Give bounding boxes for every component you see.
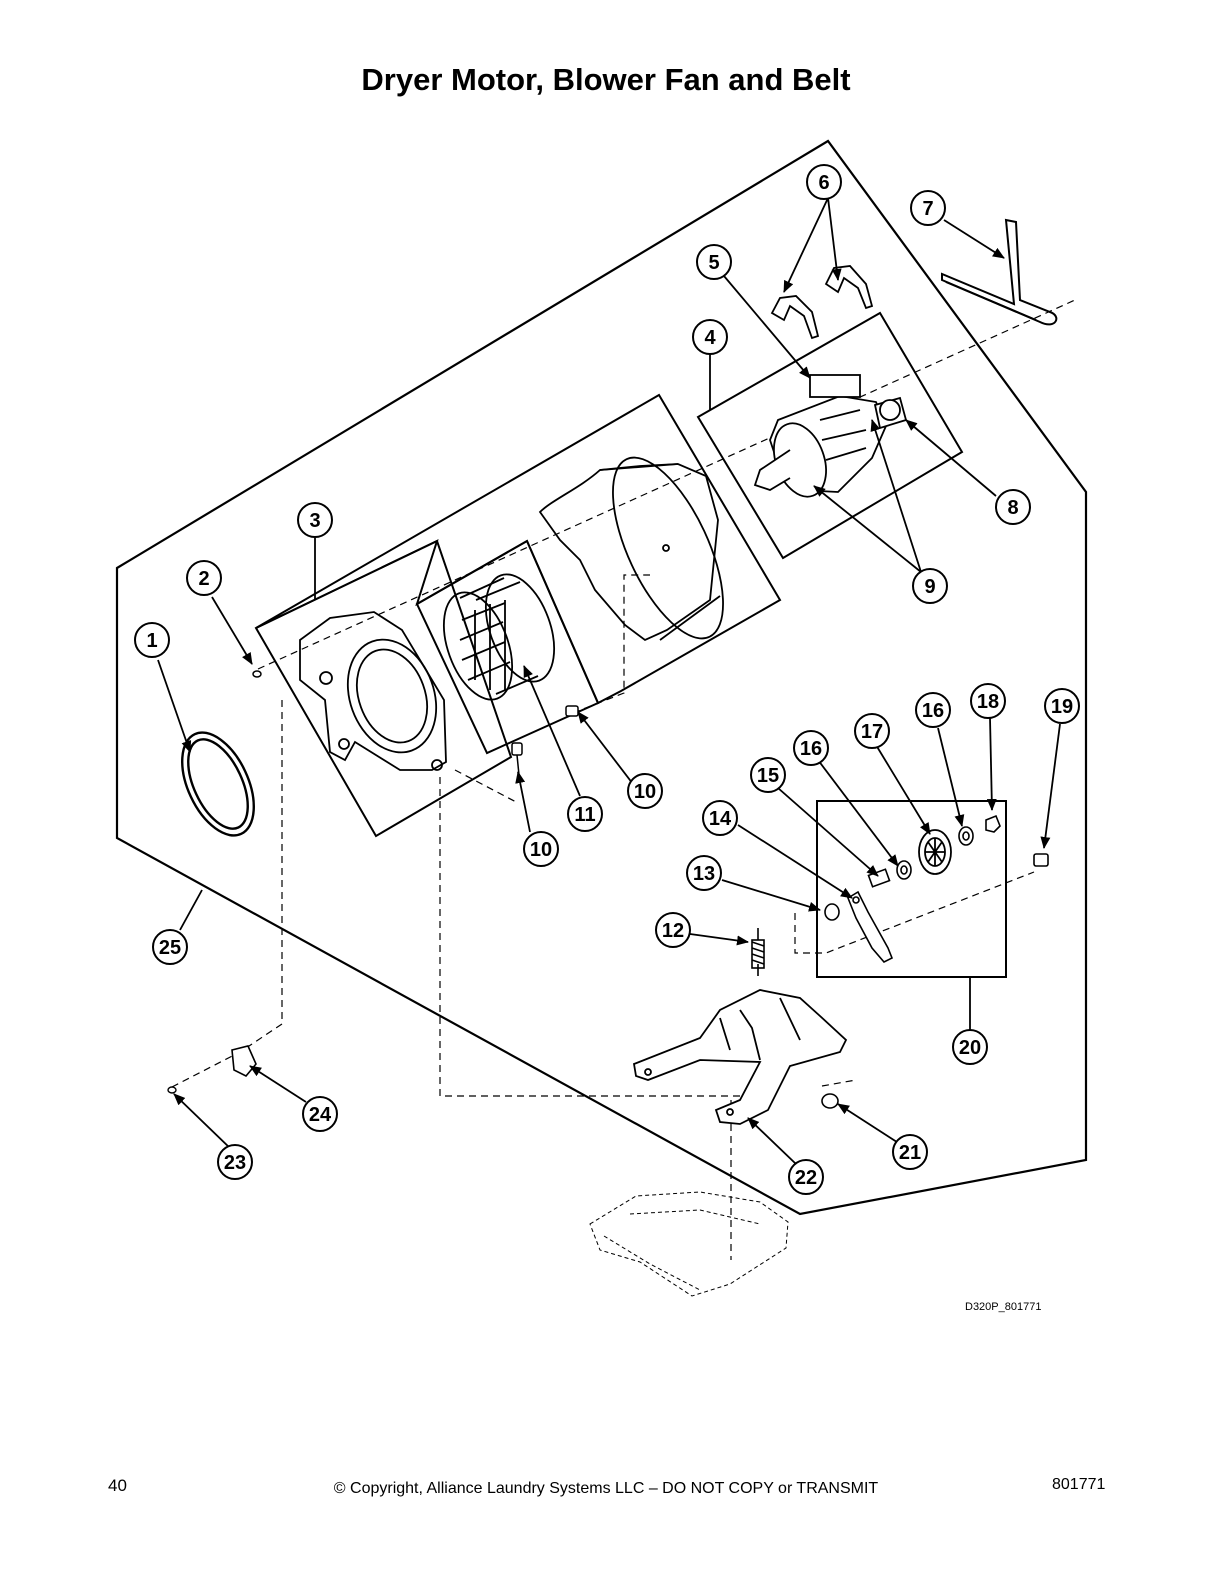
callout-label: 20 xyxy=(959,1037,981,1059)
callout-label: 14 xyxy=(709,808,732,830)
callout-9: 9 xyxy=(912,568,948,604)
callout-6: 6 xyxy=(806,164,842,200)
callout-24: 24 xyxy=(302,1096,338,1132)
retainer-clip-part xyxy=(985,814,1001,833)
blower-wheel-part xyxy=(443,573,555,701)
screw-part xyxy=(252,670,262,678)
callout-10b: 10 xyxy=(523,831,559,867)
callout-label: 5 xyxy=(708,252,719,274)
callout-12: 12 xyxy=(655,912,691,948)
callout-label: 8 xyxy=(1007,497,1018,519)
callout-label: 18 xyxy=(977,691,999,713)
thermostat-part xyxy=(231,1045,257,1077)
leader-lines-plain xyxy=(179,352,971,1030)
callout-label: 22 xyxy=(795,1167,817,1189)
callout-3: 3 xyxy=(297,502,333,538)
blower-housing-part xyxy=(299,611,447,771)
page-number: 40 xyxy=(108,1476,127,1495)
callout-19: 19 xyxy=(1044,688,1080,724)
idler-group-box xyxy=(816,800,1007,978)
callout-2: 2 xyxy=(186,560,222,596)
callout-label: 10 xyxy=(634,781,656,803)
callout-5: 5 xyxy=(696,244,732,280)
pivot-screw-part xyxy=(1033,853,1049,867)
callout-14: 14 xyxy=(702,800,738,836)
callout-label: 25 xyxy=(159,937,181,959)
callout-1: 1 xyxy=(134,622,170,658)
thermostat-screw-part xyxy=(167,1086,177,1094)
callout-21: 21 xyxy=(892,1134,928,1170)
callout-16a: 16 xyxy=(793,730,829,766)
callout-label: 9 xyxy=(924,576,935,598)
callout-label: 19 xyxy=(1051,696,1073,718)
callout-label: 4 xyxy=(704,327,716,349)
blower-scroll-part xyxy=(538,456,724,642)
callout-18: 18 xyxy=(970,683,1006,719)
leader-lines xyxy=(157,197,1061,1165)
idler-shaft-part xyxy=(867,868,891,888)
blower-housing-group-box xyxy=(254,539,513,838)
copyright-notice: © Copyright, Alliance Laundry Systems LL… xyxy=(333,1480,879,1497)
callout-label: 16 xyxy=(922,700,944,722)
callout-23: 23 xyxy=(217,1144,253,1180)
drawing-code: D320P_801771 xyxy=(965,1301,1041,1313)
idler-pulley-part xyxy=(918,829,952,875)
callout-label: 7 xyxy=(922,198,933,220)
motor-clip-part xyxy=(770,265,874,340)
callout-8: 8 xyxy=(995,489,1031,525)
seal-ring-part xyxy=(181,731,255,837)
callout-10a: 10 xyxy=(627,773,663,809)
callout-4: 4 xyxy=(692,319,728,355)
callout-13: 13 xyxy=(686,855,722,891)
callout-label: 6 xyxy=(818,172,829,194)
callout-label: 23 xyxy=(224,1152,246,1174)
washer-part xyxy=(896,826,974,880)
callout-25: 25 xyxy=(152,929,188,965)
phantom-base xyxy=(589,1191,789,1297)
callout-label: 3 xyxy=(309,510,320,532)
spring-part xyxy=(751,928,765,976)
callout-label: 1 xyxy=(146,630,157,652)
callout-label: 10 xyxy=(530,839,552,861)
callout-22: 22 xyxy=(788,1159,824,1195)
callout-label: 17 xyxy=(861,721,883,743)
callout-label: 16 xyxy=(800,738,822,760)
idler-arm-part xyxy=(847,890,894,963)
callout-label: 2 xyxy=(198,568,209,590)
cabinet-outline xyxy=(115,139,1088,1216)
callout-label: 21 xyxy=(899,1142,921,1164)
callout-label: 11 xyxy=(574,804,595,826)
drive-belt-part xyxy=(941,218,1058,326)
callout-label: 12 xyxy=(662,920,684,942)
callout-label: 13 xyxy=(693,863,715,885)
callouts: 1 2 3 4 5 6 7 8 9 10 10 11 12 13 14 15 1… xyxy=(134,164,1080,1195)
callout-label: 15 xyxy=(757,765,779,787)
motor-mount-part xyxy=(632,989,848,1125)
callout-15: 15 xyxy=(750,757,786,793)
callout-17: 17 xyxy=(854,713,890,749)
motor-part xyxy=(753,374,908,498)
document-number: 801771 xyxy=(1052,1476,1106,1493)
page-title: Dryer Motor, Blower Fan and Belt xyxy=(361,62,851,97)
callout-16b: 16 xyxy=(915,692,951,728)
motor-group-box xyxy=(696,311,964,560)
callout-label: 24 xyxy=(309,1104,332,1126)
bushing-part xyxy=(821,903,840,1109)
callout-7: 7 xyxy=(910,190,946,226)
callout-20: 20 xyxy=(952,1029,988,1065)
housing-group-box xyxy=(255,393,782,705)
callout-11: 11 xyxy=(567,796,603,832)
